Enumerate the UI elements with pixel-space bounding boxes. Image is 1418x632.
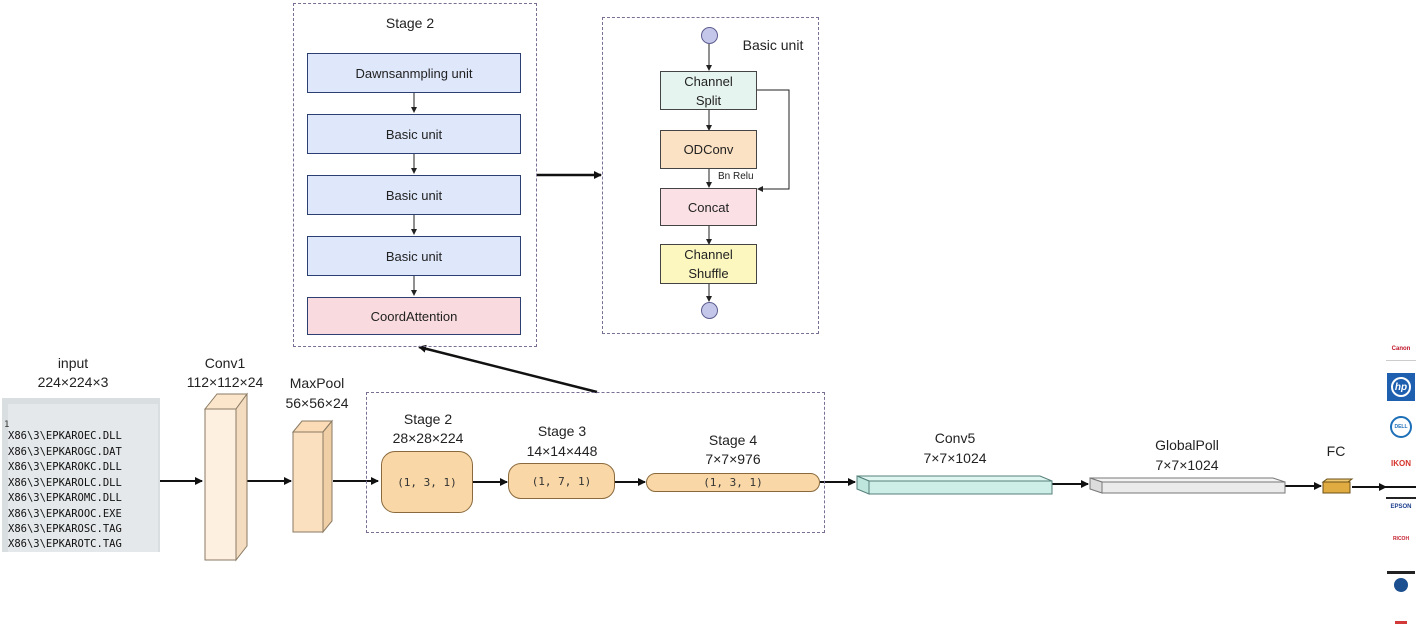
basic-unit-panel — [602, 17, 819, 334]
input-file-line: X86\3\EPKAROTC.TAG — [8, 538, 122, 550]
stage4-label: Stage 4 — [708, 432, 758, 448]
fc-label: FC — [1326, 443, 1346, 459]
stage2-block: (1, 3, 1) — [381, 451, 473, 513]
basic-unit-block-1: Basic unit — [307, 114, 521, 154]
channel-shuffle-block: Channel Shuffle — [660, 244, 757, 284]
input-file-line: X86\3\EPKAROKC.DLL — [8, 461, 122, 473]
input-node — [701, 27, 718, 44]
input-file-line: X86\3\EPKAROGC.DAT — [8, 446, 122, 458]
globalpool-size: 7×7×1024 — [1155, 457, 1219, 473]
dell-logo: DELL — [1386, 414, 1416, 440]
conv1-size: 112×112×24 — [186, 374, 264, 390]
odconv-block: ODConv — [660, 130, 757, 169]
conv5-size: 7×7×1024 — [923, 450, 987, 466]
input-label: input — [57, 355, 89, 371]
fc-block — [1321, 478, 1354, 494]
hp-logo: hp — [1386, 372, 1416, 402]
bn-relu-label: Bn Relu — [718, 171, 754, 182]
globalpool-label: GlobalPoll — [1155, 437, 1219, 453]
input-file-line: X86\3\EPKAROEC.DLL — [8, 430, 122, 442]
channel-split-block: Channel Split — [660, 71, 757, 110]
conv1-block — [203, 392, 248, 562]
maxpool-size: 56×56×24 — [285, 395, 349, 411]
input-file-line: X86\3\EPKAROMC.DLL — [8, 492, 122, 504]
output-node — [701, 302, 718, 319]
maxpool-label: MaxPool — [289, 375, 345, 391]
input-file-line: X86\3\EPKAROOC.EXE — [8, 508, 122, 520]
basic-unit-block-2: Basic unit — [307, 175, 521, 215]
stage2-detail-title: Stage 2 — [385, 15, 435, 31]
epson-logo: EPSON — [1386, 497, 1416, 515]
maxpool-block — [291, 419, 334, 534]
basic-unit-block-3: Basic unit — [307, 236, 521, 276]
stage3-size: 14×14×448 — [526, 443, 598, 459]
conv5-label: Conv5 — [934, 430, 976, 446]
input-file-line: X86\3\EPKAROSC.TAG — [8, 523, 122, 535]
input-file-line: X86\3\EPKAROLC.DLL — [8, 477, 122, 489]
conv5-block — [856, 475, 1053, 495]
globalpool-block — [1089, 477, 1286, 494]
coord-attention-block: CoordAttention — [307, 297, 521, 335]
xerox-logo — [1386, 617, 1416, 627]
ricoh-logo: RICOH — [1392, 536, 1410, 542]
stage2-detail-panel — [293, 3, 537, 347]
ikon-logo: IKON — [1391, 458, 1411, 468]
stage3-label: Stage 3 — [537, 423, 587, 439]
input-size: 224×224×3 — [37, 374, 109, 390]
stage3-block: (1, 7, 1) — [508, 463, 615, 499]
stages-container — [366, 392, 825, 533]
pipeline-to-detail-arrow — [418, 344, 598, 394]
pipeline-arrows — [160, 477, 1387, 491]
stage2-size: 28×28×224 — [392, 430, 464, 446]
konica-logo — [1386, 566, 1416, 596]
basic-unit-arrows — [706, 44, 790, 302]
basic-unit-title: Basic unit — [742, 37, 804, 53]
downsampling-unit-block: Dawnsanmpling unit — [307, 53, 521, 93]
conv1-label: Conv1 — [204, 355, 246, 371]
input-files-image: 1 X86\3\EPKAROEC.DLL X86\3\EPKAROGC.DAT … — [2, 398, 160, 552]
concat-block: Concat — [660, 188, 757, 226]
canon-logo: Canon — [1386, 338, 1416, 361]
stage2-label: Stage 2 — [403, 411, 453, 427]
stage4-size: 7×7×976 — [705, 451, 761, 467]
stage4-block: (1, 3, 1) — [646, 473, 820, 492]
